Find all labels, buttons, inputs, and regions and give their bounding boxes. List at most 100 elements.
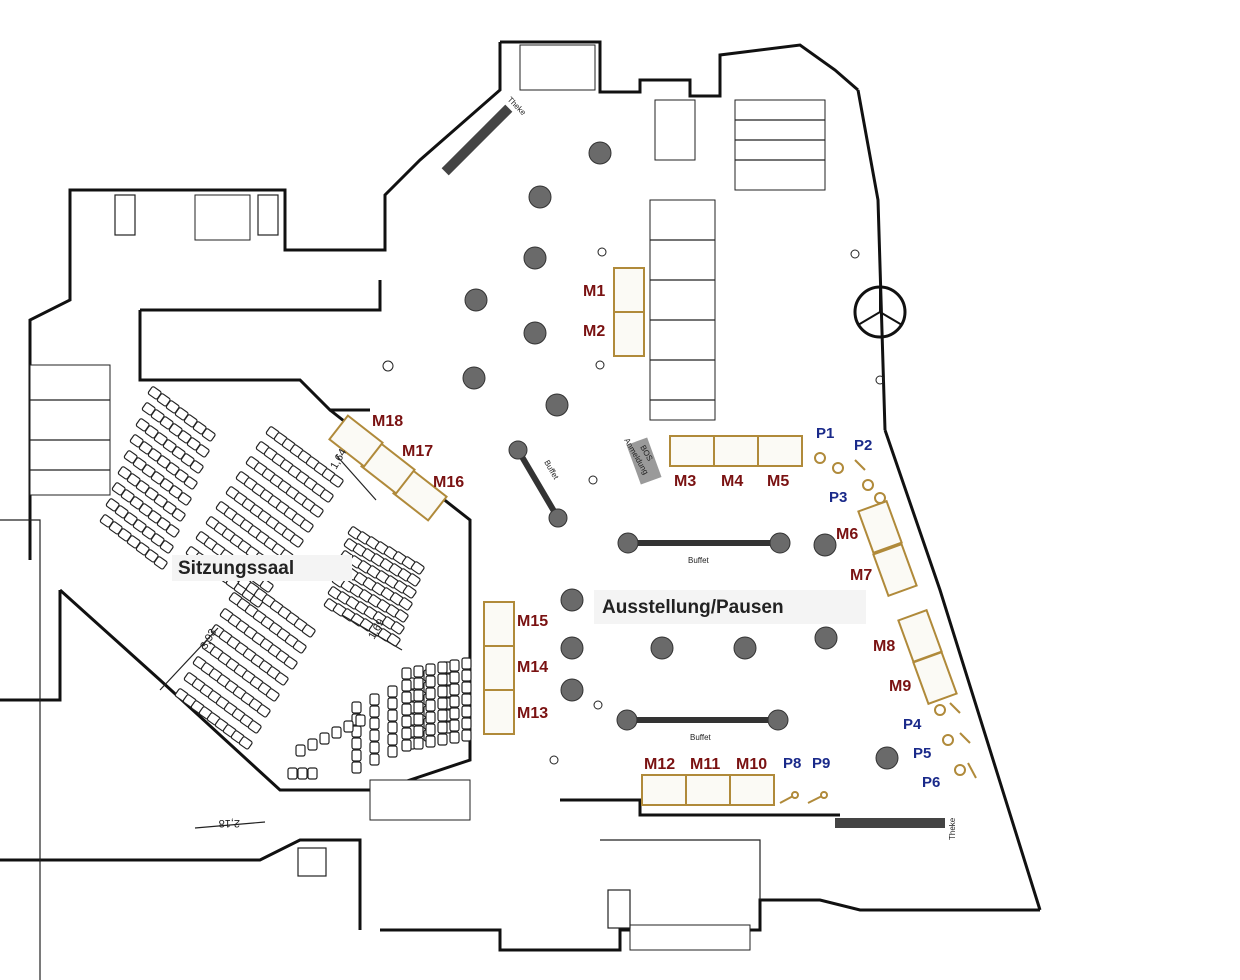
seat [413,737,424,750]
seat [153,556,168,570]
booth-m1 [613,267,645,313]
booth-m12 [641,774,687,806]
seat [425,687,436,700]
seat [369,741,380,754]
seat [401,667,412,680]
seat [201,428,216,442]
seat [401,679,412,692]
auditorium-seating [99,386,472,780]
seat [319,732,330,745]
label-p4: P4 [903,716,922,733]
seat [461,657,472,670]
label-m6: M6 [836,526,858,543]
label-p3: P3 [829,489,847,506]
seat [394,609,409,623]
seat [171,508,186,522]
seat [449,707,460,720]
seat [307,767,318,780]
seat [159,540,174,554]
p-stand-labels: P1 P2 P3 P4 P5 P6 P8 P9 [783,425,940,791]
label-buffet-diag: Buffet [542,459,561,482]
label-m13: M13 [517,705,548,722]
label-p2: P2 [854,437,872,454]
seat [259,579,274,593]
booth-m6 [857,499,903,555]
seat [319,489,334,503]
seat [387,733,398,746]
seat [189,460,204,474]
booth-m7 [872,542,918,598]
seat [437,673,448,686]
seat [461,669,472,682]
seat [413,677,424,690]
seat [387,685,398,698]
seat [183,476,198,490]
seat [425,711,436,724]
stairwells [29,44,826,951]
room-sitzungssaal: Sitzungssaal [178,558,294,579]
seat [449,695,460,708]
seat [297,767,308,780]
seat [387,721,398,734]
label-p1: P1 [816,425,834,442]
seat [461,693,472,706]
seat [299,519,314,533]
seat [401,727,412,740]
seat [295,744,306,757]
label-m3: M3 [674,473,696,490]
label-buffet-mid: Buffet [688,556,710,565]
seat [401,739,412,752]
seat [461,705,472,718]
label-m5: M5 [767,473,789,490]
seat [461,717,472,730]
seat [461,681,472,694]
seat [437,697,448,710]
booth-m4 [713,435,759,467]
seat [274,672,289,686]
seat [307,738,318,751]
seat [256,704,271,718]
seat [289,534,304,548]
seat [351,761,362,774]
seat [309,504,324,518]
seat [410,561,425,575]
seat [449,719,460,732]
label-m11: M11 [690,756,720,773]
seat [390,621,405,635]
seat [387,697,398,710]
label-m8: M8 [873,638,895,655]
buffet-tables [508,440,791,731]
seat [425,675,436,688]
seat [351,701,362,714]
seat [238,736,253,750]
seat [437,661,448,674]
seat [369,693,380,706]
seat [351,749,362,762]
seat [369,729,380,742]
seat [413,701,424,714]
label-m14: M14 [517,659,548,676]
label-buffet-low: Buffet [690,733,712,742]
seat [369,717,380,730]
seat [413,665,424,678]
seat [425,699,436,712]
seat [287,767,298,780]
booth-m3 [669,435,715,467]
seat [195,444,210,458]
seat [449,671,460,684]
booths [328,267,958,806]
booth-m14 [483,645,515,691]
seat [351,737,362,750]
booth-m2 [613,311,645,357]
label-m7: M7 [850,567,872,584]
label-p5: P5 [913,745,931,762]
label-m18: M18 [372,413,403,430]
seat [387,745,398,758]
seat [265,688,280,702]
label-p9: P9 [812,755,830,772]
building-walls [0,40,1042,980]
seat [301,624,316,638]
label-m10: M10 [736,756,767,773]
label-m16: M16 [433,474,464,491]
